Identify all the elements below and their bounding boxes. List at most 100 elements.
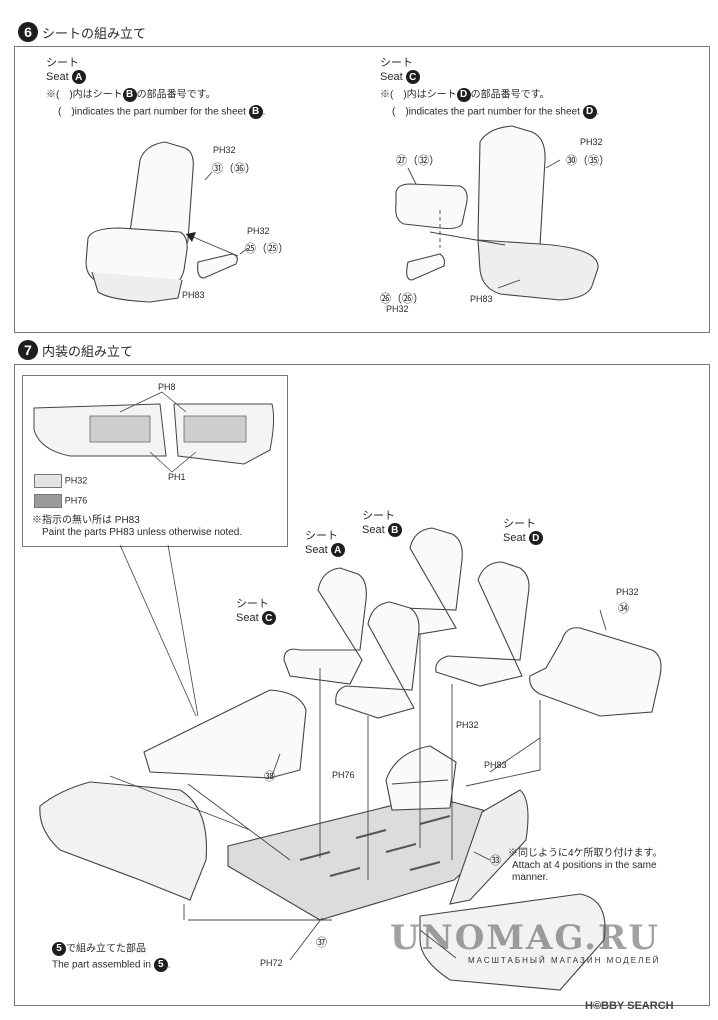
seat-en: Seat <box>362 523 385 536</box>
step6-right-base-code: PH83 <box>470 294 493 304</box>
inset-note: ※指示の無い所は PH83 Paint the parts PH83 unles… <box>32 515 242 539</box>
s7-side-right <box>449 789 529 905</box>
s7-seat-d <box>435 561 530 687</box>
floor-code-left: PH76 <box>332 770 355 780</box>
seat-badge-d: D <box>528 531 543 545</box>
step6-left-base-code: PH83 <box>182 290 205 300</box>
step6-drawing <box>85 125 599 303</box>
inset-leader-top <box>119 391 187 413</box>
note-en-prefix: ( )indicates the part number for the she… <box>392 106 580 118</box>
s7-bench <box>529 627 662 717</box>
step6-left-top-code: PH32 <box>213 145 236 155</box>
leader-base-right <box>497 279 521 289</box>
seat-en: Seat <box>46 70 69 83</box>
note-jp-badge: B <box>122 88 137 102</box>
inset-leader-bottom <box>149 451 197 473</box>
step7-number: 7 <box>18 340 38 360</box>
leader-console <box>407 167 417 185</box>
seat-c-console <box>395 183 468 230</box>
seat-c-cushion <box>477 239 599 301</box>
step6-left-arm-code: PH32 <box>247 226 270 236</box>
watermark-sub: МАСШТАБНЫЙ МАГАЗИН МОДЕЛЕЙ <box>468 956 661 965</box>
note-en-suffix: . <box>596 106 600 118</box>
step6-left-arm-nums: ㉕（㉕） <box>245 243 289 255</box>
seat-jp: シート <box>362 510 395 522</box>
console-leader <box>429 231 506 246</box>
leader-top-left <box>204 171 213 181</box>
step6-right-arm-nums: ㉖（㉖） <box>380 293 424 305</box>
step5-note-en: The part assembled in <box>52 959 151 971</box>
seat-jp: シート <box>380 57 413 69</box>
bench-code: PH32 <box>616 587 639 597</box>
attach-note: ※同じように4ケ所取り付けます。 Attach at 4 positions i… <box>508 848 704 884</box>
step5-badge-en: 5 <box>153 958 168 972</box>
leader-top-right <box>545 159 561 169</box>
seat-badge-b: B <box>387 523 402 537</box>
seat-badge-c: C <box>405 70 420 84</box>
legend-swatch-1 <box>34 474 62 488</box>
step6-right-top-code: PH32 <box>580 137 603 147</box>
inset-note-jp: ※指示の無い所は PH83 <box>32 515 140 526</box>
step6-seat-a-label: シート Seat A <box>46 57 86 84</box>
step6-number: 6 <box>18 22 38 42</box>
s7-seat-d-label: シート Seat D <box>503 518 543 545</box>
attach-num: ㉝ <box>490 855 501 867</box>
seat-a-base <box>91 271 183 303</box>
inset-code-bottom: PH1 <box>168 472 186 482</box>
s7-seat-c-label: シート Seat C <box>236 598 276 625</box>
step7-title: 内装の組み立て <box>42 343 134 359</box>
seat-jp: シート <box>236 598 269 610</box>
step7-header: 7 内装の組み立て <box>18 340 133 360</box>
credit-label: H©BBY SEARCH <box>585 1000 674 1012</box>
attach-note-jp: ※同じように4ケ所取り付けます。 <box>508 848 663 859</box>
note-en-badge: B <box>248 105 263 119</box>
s7-seat-b-label: シート Seat B <box>362 510 402 537</box>
floor-code-mid: PH32 <box>456 720 479 730</box>
seat-badge-a: A <box>330 543 345 557</box>
assembly-lines <box>109 609 607 961</box>
seat-jp: シート <box>305 530 338 542</box>
arrowhead-left <box>186 232 196 242</box>
inset-pointer-2 <box>167 544 199 717</box>
inset-note-en: Paint the parts PH83 unless otherwise no… <box>42 527 243 538</box>
note-en-suffix: . <box>262 106 266 118</box>
inset-door-panel-left <box>89 415 151 443</box>
inset-door-panel-right <box>183 415 247 443</box>
leader-arm-left <box>239 247 249 255</box>
s7-dashboard <box>39 781 208 901</box>
inset-legend: PH32 PH76 <box>34 474 87 508</box>
step6-header: 6 シートの組み立て <box>18 22 146 42</box>
inset-pointer-1 <box>119 544 197 717</box>
attach-note-en-1: Attach at 4 positions in the same <box>512 860 657 871</box>
s7-seat-c <box>335 601 420 719</box>
note-en-prefix: ( )indicates the part number for the she… <box>58 106 246 118</box>
legend-code-1: PH32 <box>64 475 88 486</box>
bench-num: ㉞ <box>618 603 629 615</box>
s7-rear-wall <box>385 745 457 811</box>
note-jp-prefix: ※( )内はシート <box>380 89 457 101</box>
attach-note-en-2: manner. <box>512 872 549 883</box>
seat-c-armrest <box>406 253 446 281</box>
s7-side-bottom <box>419 893 606 991</box>
legend-swatch-2 <box>34 494 62 508</box>
seat-en: Seat <box>305 543 328 556</box>
seat-badge-c: C <box>261 611 276 625</box>
left-arrow-line <box>185 233 239 257</box>
step5-note-jp: で組み立てた部品 <box>66 943 146 955</box>
step6-seat-c-label: シート Seat C <box>380 57 420 84</box>
watermark-main: UNOMAG.RU <box>390 918 660 958</box>
step6-right-arm-code: PH32 <box>386 304 409 314</box>
legend-code-2: PH76 <box>64 495 88 506</box>
step6-left-top-nums: ㉛（㊱） <box>212 163 256 175</box>
floor-slots <box>299 815 451 877</box>
step5-badge-jp: 5 <box>52 942 66 956</box>
note-jp-prefix: ※( )内はシート <box>46 89 123 101</box>
seat-jp: シート <box>46 57 79 69</box>
step6-title: シートの組み立て <box>42 25 147 41</box>
inset-code-top: PH8 <box>158 382 176 392</box>
seat-en: Seat <box>236 611 259 624</box>
note-jp-suffix: の部品番号です。 <box>470 89 550 101</box>
